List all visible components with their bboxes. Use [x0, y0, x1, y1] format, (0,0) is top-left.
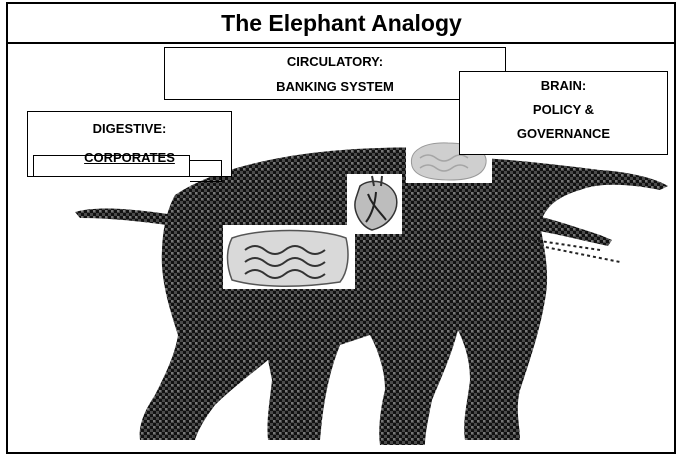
circulatory-description: BANKING SYSTEM — [276, 79, 394, 94]
brain-label-box: BRAIN: POLICY & GOVERNANCE — [459, 71, 668, 155]
title-divider — [6, 42, 676, 44]
slide-title: The Elephant Analogy — [221, 10, 462, 36]
heart-icon — [347, 174, 402, 234]
digestive-label-box: DIGESTIVE: CORPORATES — [27, 111, 232, 177]
brain-heading: BRAIN: — [540, 78, 587, 93]
elephant-trunk — [510, 210, 612, 246]
brain-description-line1: POLICY & — [532, 102, 595, 117]
circulatory-heading: CIRCULATORY: — [286, 54, 384, 69]
tusk-lines — [519, 237, 621, 263]
elephant-silhouette — [75, 147, 668, 445]
intestines-icon — [223, 225, 355, 289]
digestive-description: CORPORATES — [84, 150, 175, 165]
elephant-tail — [75, 208, 195, 228]
digestive-heading: DIGESTIVE: — [92, 121, 167, 136]
digestive-inner-box-right — [190, 160, 222, 182]
digestive-inner-box — [33, 155, 190, 177]
brain-description-line2: GOVERNANCE — [516, 126, 611, 141]
elephant-body — [139, 147, 668, 445]
circulatory-label-box: CIRCULATORY: BANKING SYSTEM — [164, 47, 506, 100]
